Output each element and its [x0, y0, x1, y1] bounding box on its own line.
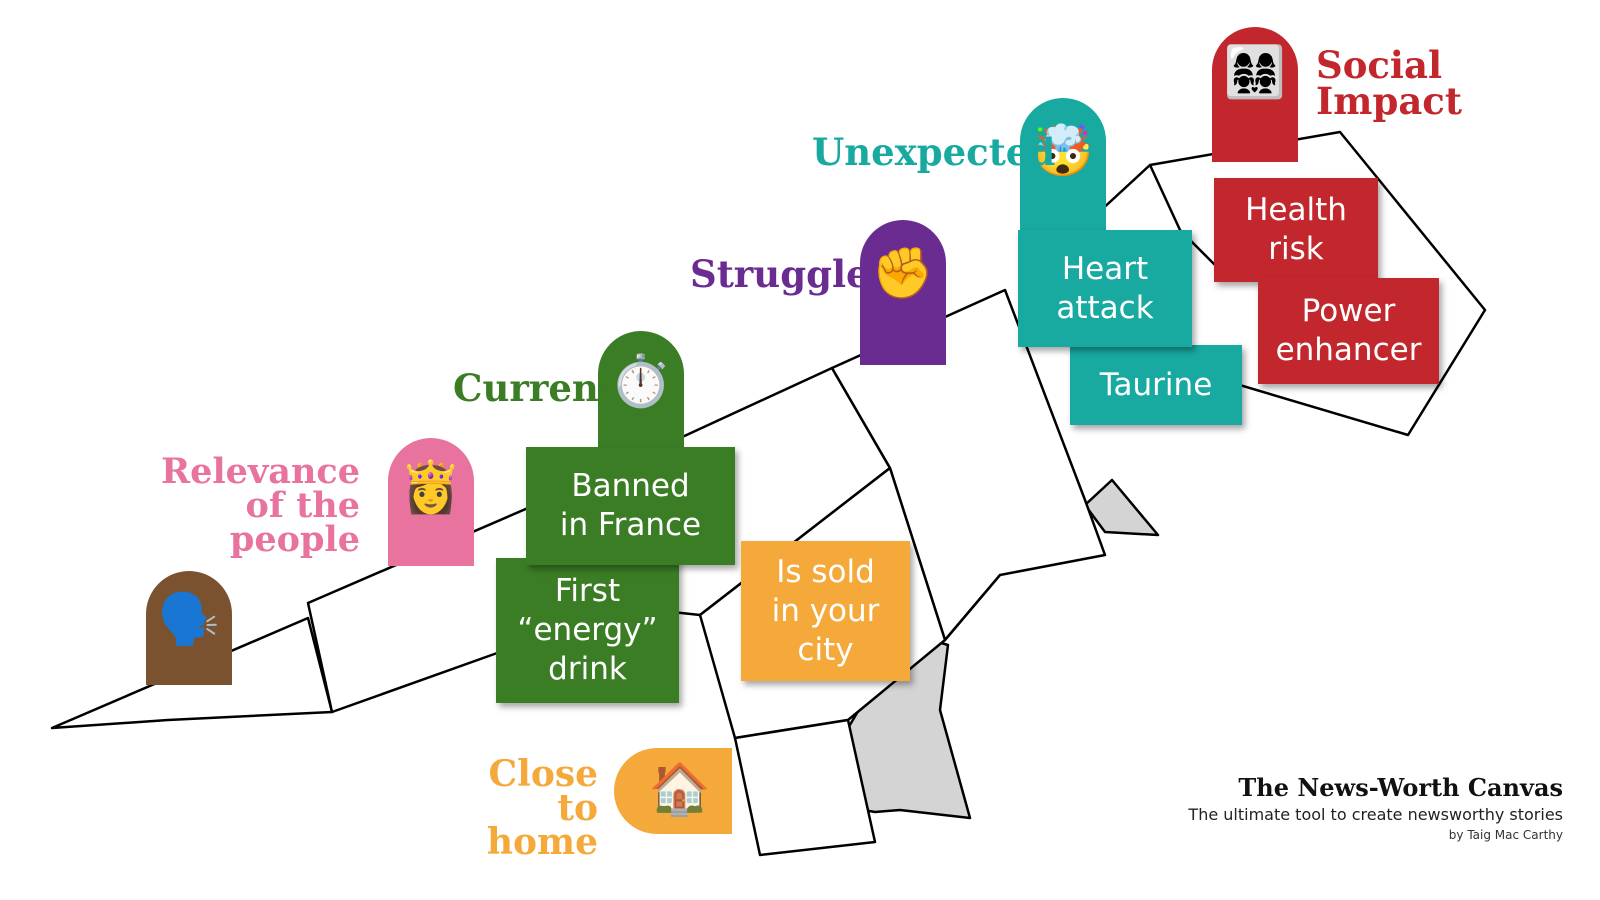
exploding-head-icon: 🤯 — [1031, 122, 1095, 180]
card-health-risk: Health risk — [1214, 178, 1378, 282]
card-taurine: Taurine — [1070, 345, 1242, 425]
house-icon: 🏠 — [648, 760, 712, 818]
struggle-tab — [860, 220, 946, 365]
social-impact-label: Social Impact — [1316, 43, 1462, 123]
brand-subtitle: The ultimate tool to create newsworthy s… — [1188, 805, 1563, 824]
speaking-head-icon: 🗣️ — [157, 590, 221, 648]
card-heart-attack: Heart attack — [1018, 230, 1192, 347]
unexpected-label: Unexpected — [812, 130, 1056, 174]
relevance-tab — [388, 438, 474, 566]
relevance-label: Relevance of the people — [161, 451, 360, 560]
close-to-home-tab — [614, 748, 732, 834]
social-impact-tab — [1212, 27, 1298, 162]
princess-icon: 👸 — [399, 458, 463, 516]
raised-fist-icon: ✊ — [871, 244, 935, 302]
card-power-enhancer: Power enhancer — [1258, 278, 1439, 384]
card-banned-in-france: Banned in France — [526, 447, 735, 565]
family-icon: 👩‍👩‍👧‍👧 — [1223, 43, 1287, 101]
speaking-tab — [146, 571, 232, 685]
struggle-label: Struggle — [690, 252, 870, 296]
brand-title: The News-Worth Canvas — [1238, 773, 1563, 802]
card-is-sold-in-your-city: Is sold in your city — [741, 541, 910, 681]
close-to-home-label: Close to home — [486, 753, 598, 863]
brand-author: by Taig Mac Carthy — [1448, 828, 1563, 842]
current-tab — [598, 331, 684, 451]
current-label: Current — [453, 366, 616, 410]
stopwatch-icon: ⏱️ — [609, 352, 673, 410]
unexpected-tab — [1020, 98, 1106, 238]
card-first-energy-drink: First “energy” drink — [496, 558, 679, 703]
